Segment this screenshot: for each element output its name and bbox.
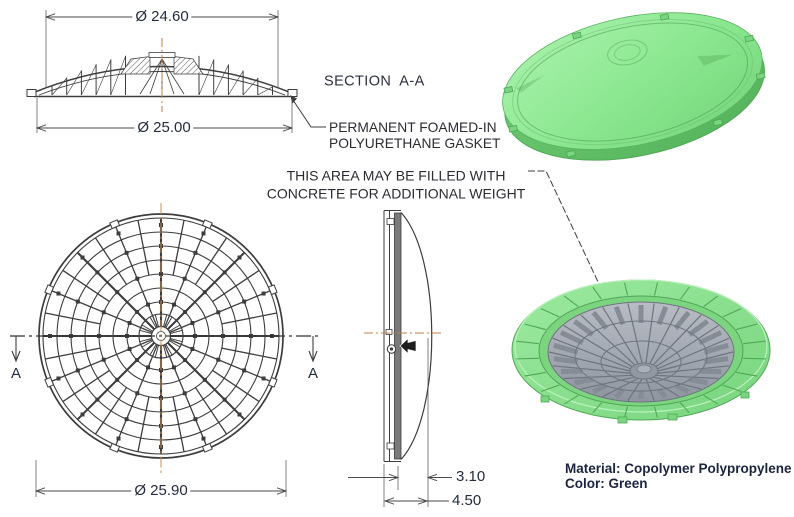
dim-outer-diameter: Ø 25.00	[134, 120, 194, 136]
section-marker-a-left: A	[10, 365, 22, 383]
gasket-note-line2: POLYURETHANE GASKET	[329, 135, 501, 151]
section-arrow-right	[308, 336, 318, 363]
section-label: SECTION A-A	[324, 73, 425, 90]
gasket-note-line1: PERMANENT FOAMED-IN	[329, 119, 497, 135]
molded-arrow-right	[697, 54, 733, 66]
leader-arrowhead	[290, 95, 297, 104]
dimension-lines-side	[348, 338, 452, 507]
lid-underside-render	[511, 279, 771, 424]
dim-plan-diameter: Ø 25.90	[131, 483, 191, 499]
dim-dome-rise: 3.10	[456, 468, 486, 486]
concrete-note-line2: CONCRETE FOR ADDITIONAL WEIGHT	[266, 185, 526, 202]
gasket-leader-line	[290, 95, 326, 128]
concrete-fill-strip	[394, 212, 402, 460]
molded-arrow-left	[516, 75, 545, 93]
view-direction-arrow-icon	[399, 337, 417, 355]
concrete-leader-line	[528, 170, 608, 303]
section-marker-a-right: A	[307, 365, 319, 383]
section-view-drawing	[26, 38, 298, 112]
center-emboss	[607, 39, 648, 66]
plan-view-drawing	[10, 203, 320, 497]
dome-profile-curve	[400, 212, 433, 460]
concrete-note-line1: THIS AREA MAY BE FILLED WITH	[286, 167, 506, 184]
section-arrow-left	[11, 336, 21, 363]
lid-top-render	[502, 12, 766, 161]
hatched-core-right	[173, 56, 204, 75]
side-view-drawing	[348, 210, 452, 507]
spec-material: Material: Copolymer Polypropylene	[565, 460, 792, 476]
gasket-detail-right	[287, 89, 298, 97]
spec-color: Color: Green	[565, 475, 648, 491]
dim-inner-diameter: Ø 24.60	[132, 9, 192, 25]
dim-total-height: 4.50	[452, 492, 482, 510]
gasket-detail-left	[26, 89, 37, 97]
